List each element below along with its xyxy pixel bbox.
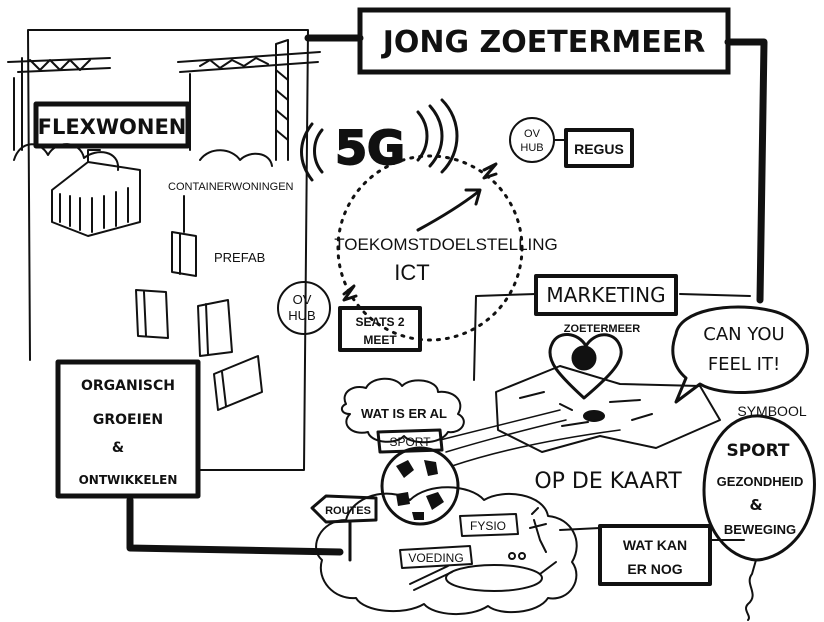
ov-hub-top-line-1: OV: [524, 128, 541, 140]
op-de-kaart-label: OP DE KAART: [534, 469, 682, 494]
ov-hub-left-line-1: OV: [293, 292, 312, 307]
connector-frame: [126, 34, 768, 556]
soccer-ball-patches: [396, 460, 444, 520]
seats-line-1: SEATS 2: [355, 315, 404, 329]
fysio-label: FYSIO: [470, 519, 506, 533]
containerwoningen-label: CONTAINERWONINGEN: [168, 181, 294, 193]
marketing-area-line: [473, 293, 751, 381]
symbool-label: SYMBOOL: [737, 403, 806, 419]
sport-tag-label: SPORT: [389, 435, 431, 449]
organisch-line-4: ONTWIKKELEN: [79, 473, 178, 487]
voeding-tag-box: [399, 545, 473, 569]
soccer-ball-icon: [380, 446, 460, 526]
prefab-panel-icon: [171, 195, 197, 277]
speech-line-1: CAN YOU: [703, 324, 784, 345]
ict-goal-circle: [336, 154, 524, 342]
speech-line-2: FEEL IT!: [708, 354, 780, 375]
balloon-line-4: BEWEGING: [724, 522, 796, 537]
marketing-heading: MARKETING: [546, 283, 665, 307]
balloon-string: [745, 559, 757, 621]
wat-kan-er-nog-box: [598, 524, 712, 586]
organisch-box: [55, 359, 201, 499]
map-sketch: [495, 365, 721, 453]
seats-2-meet-box: [338, 306, 422, 352]
voeding-label: VOEDING: [408, 551, 463, 565]
kick-motion-lines: [439, 409, 621, 467]
5g-label: 5G: [335, 121, 405, 175]
ov-hub-top-circle: [509, 117, 555, 163]
wat-kan-link: [559, 527, 745, 541]
title-box: [357, 7, 731, 75]
regus-box: [564, 128, 634, 168]
sport-tag-box: [376, 428, 444, 454]
plate-and-cutlery-icon: [409, 552, 557, 592]
prefab-panels-icon: [135, 289, 263, 411]
wat-kan-line-2: ER NOG: [627, 561, 682, 577]
crane-right: [177, 39, 321, 161]
compass-n-top: [482, 162, 498, 180]
ov-hub-left-circle: [277, 281, 331, 335]
marketing-box: [534, 274, 678, 316]
wat-kan-line-1: WAT KAN: [623, 537, 687, 553]
compass-n-left: [342, 284, 358, 302]
balloon-line-2: GEZONDHEID: [717, 474, 804, 489]
ict-goal-line-2: ICT: [394, 260, 429, 285]
container-tent-icon: [51, 149, 141, 237]
balloon-line-3: &: [749, 496, 762, 514]
organisch-line-1: ORGANISCH: [81, 378, 175, 394]
wat-is-er-al-label: WAT IS ER AL: [361, 406, 447, 421]
zoetermeer-label: ZOETERMEER: [564, 323, 640, 335]
zoetermeer-logo-icon: [571, 345, 597, 371]
ict-goal-line-1: TOEKOMSTDOELSTELLING: [334, 235, 558, 254]
flexwonen-area-outline: [27, 29, 309, 471]
fysio-figure-icon: [529, 507, 547, 553]
fysio-tag-box: [459, 513, 519, 537]
flexwonen-heading: FLEXWONEN: [38, 115, 187, 139]
balloon-line-1: SPORT: [726, 441, 789, 461]
flexwonen-heading-box: [33, 101, 191, 149]
organisch-line-3: &: [112, 440, 124, 456]
goal-arrow-icon: [416, 188, 482, 232]
ov-hub-top-line-2: HUB: [520, 142, 543, 154]
crane-left: [7, 57, 111, 151]
sport-area-cloud: [315, 486, 578, 616]
routes-signpost-icon: [310, 494, 378, 562]
page-title: JONG ZOETERMEER: [381, 25, 706, 60]
seats-line-2: MEET: [363, 333, 397, 347]
organisch-line-2: GROEIEN: [93, 412, 163, 428]
wat-is-er-al-cloud: [340, 377, 465, 444]
regus-label: REGUS: [574, 141, 624, 157]
routes-label: ROUTES: [325, 505, 371, 517]
ov-hub-left-line-2: HUB: [288, 308, 315, 323]
prefab-label: PREFAB: [214, 250, 265, 265]
speech-bubble: [671, 305, 809, 404]
